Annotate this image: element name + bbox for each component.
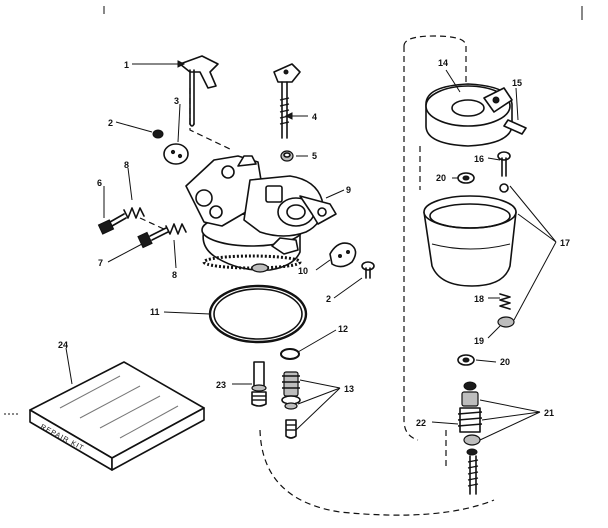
bowl-gasket-part: [208, 284, 308, 344]
callout-10: 10: [298, 266, 308, 276]
float-part: [425, 83, 513, 147]
callout-24: 24: [58, 340, 68, 350]
nozzle-assembly-part: [281, 371, 301, 439]
callout-20-upper: 20: [436, 173, 446, 183]
callout-12: 12: [338, 324, 348, 334]
callout-20-lower: 20: [500, 357, 510, 367]
float-bowl-phantom-outline: [259, 35, 495, 516]
shaft-seal-part: [280, 150, 294, 162]
bowl-spring-part: [499, 293, 511, 310]
callout-4: 4: [312, 112, 317, 122]
bowl-screw-part: [497, 151, 511, 177]
choke-plate-part: [329, 242, 357, 268]
callout-2-upper: 2: [108, 118, 113, 128]
callout-5: 5: [312, 151, 317, 161]
repair-kit-box: REPAIR KIT: [29, 361, 205, 471]
needle-valve-part: [251, 361, 267, 407]
phantom-left-edge: [403, 46, 419, 441]
callout-18: 18: [474, 294, 484, 304]
corner-marks: [4, 6, 583, 415]
small-screw-part-top: [152, 129, 164, 139]
callout-14: 14: [438, 58, 448, 68]
callout-16: 16: [474, 154, 484, 164]
callout-17: 17: [560, 238, 570, 248]
small-o-ring-part: [280, 348, 300, 360]
callout-3: 3: [174, 96, 179, 106]
callout-22: 22: [416, 418, 426, 428]
choke-shaft-part: [273, 63, 301, 139]
callout-2-lower: 2: [326, 294, 331, 304]
callout-13: 13: [344, 384, 354, 394]
callout-9: 9: [346, 185, 351, 195]
callout-11: 11: [150, 307, 160, 317]
callout-1: 1: [124, 60, 129, 70]
leader-lines: [65, 60, 557, 441]
idle-screw-part: [97, 207, 145, 235]
callout-23: 23: [216, 380, 226, 390]
drain-valve-assembly-part: [457, 381, 483, 495]
callout-6: 6: [97, 178, 102, 188]
carburetor-body-part: [185, 155, 337, 273]
callout-8-lower: 8: [172, 270, 177, 280]
washer-part-lower: [457, 354, 475, 366]
callout-15: 15: [512, 78, 522, 88]
small-screw-part-lower: [361, 261, 375, 279]
float-pin-part: [503, 119, 527, 135]
float-bowl-part: [423, 183, 517, 328]
callout-21: 21: [544, 408, 554, 418]
callout-8-upper: 8: [124, 160, 129, 170]
callout-7: 7: [98, 258, 103, 268]
washer-part-upper: [457, 172, 475, 184]
callout-19: 19: [474, 336, 484, 346]
throttle-plate-part: [163, 143, 189, 165]
throttle-shaft-part: [179, 55, 219, 127]
callout-labels: 1 2 3 4 5 6 8 9 7 8 10 2 11 12 13 23 24 …: [58, 58, 570, 428]
